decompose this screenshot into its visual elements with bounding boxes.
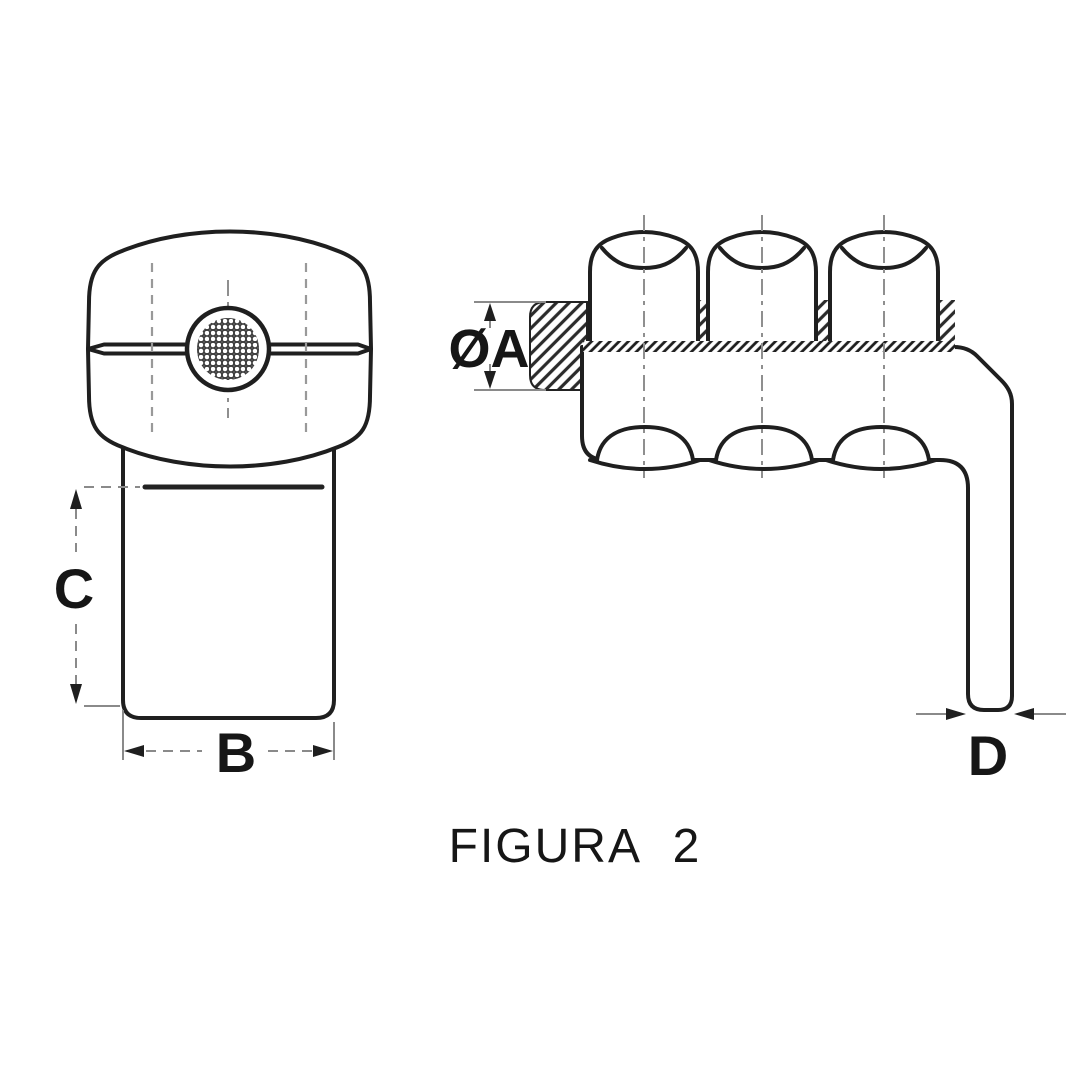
dim-b-arrow-left <box>124 745 144 757</box>
bolt-tip-lower-2 <box>707 458 821 471</box>
bolt-tip-dome-3 <box>831 425 931 462</box>
bolt-bore-arc-1 <box>600 246 688 270</box>
bolt-bore-arc-3 <box>840 246 928 270</box>
conductor-clamped-band <box>583 341 955 352</box>
dim-a-arrow-up <box>484 303 496 321</box>
side-view <box>529 215 1014 712</box>
dimension-c-label: C <box>54 557 94 620</box>
dimension-d-label: D <box>968 724 1008 787</box>
front-view-dimensions: C B <box>54 486 335 784</box>
dim-d-arrow-right <box>946 708 966 720</box>
dim-d-arrow-left <box>1014 708 1034 720</box>
dimension-b-label: B <box>216 721 256 784</box>
dim-c-arrow-up <box>70 489 82 509</box>
figure-caption: FIGURA 2 <box>449 820 702 873</box>
dim-b-arrow-right <box>313 745 333 757</box>
bolt-bore-arc-2 <box>718 246 806 270</box>
dimension-a-label: ØA <box>449 319 530 379</box>
clamp-lower-half <box>86 347 373 469</box>
bolt-tip-dome-2 <box>714 425 814 462</box>
dim-a-arrow-down <box>484 371 496 389</box>
connector-body <box>580 345 1014 712</box>
conductor-stub <box>529 301 588 391</box>
conductor-strands-icon <box>197 318 259 380</box>
clamp-upper-half <box>86 229 373 351</box>
bolt-tip-lower-3 <box>824 458 938 471</box>
barrel-body <box>121 439 336 720</box>
front-view <box>86 229 373 720</box>
dim-c-arrow-down <box>70 684 82 704</box>
side-view-dimensions: ØA D <box>449 301 1066 787</box>
